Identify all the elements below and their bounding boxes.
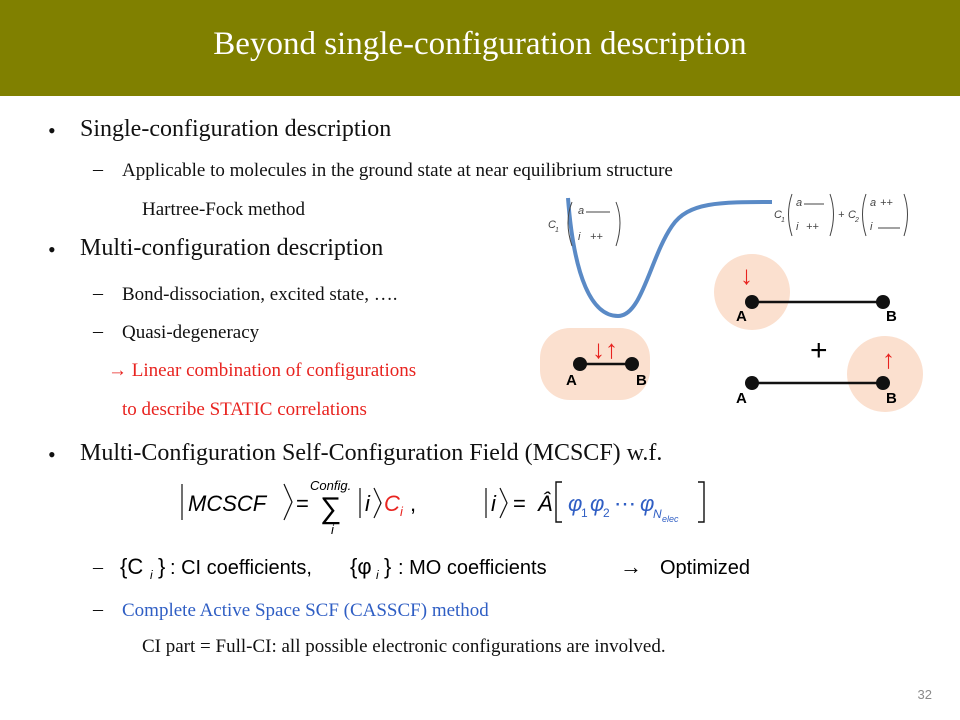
comma: ,: [410, 491, 416, 516]
bullet-single-config: Single-configuration description: [80, 116, 392, 142]
plus-small: +: [838, 209, 845, 221]
phi-n-sub: N: [653, 507, 662, 521]
atom-b-dot-upper: [876, 295, 890, 309]
antisymmetrizer: Â: [537, 491, 553, 516]
phi-2-sub: 2: [603, 506, 610, 520]
ci-set-sub: i: [150, 568, 153, 582]
atom-a-dot-lower: [745, 376, 759, 390]
equals-sign-2: =: [513, 491, 526, 516]
atom-a-label-lower: A: [736, 390, 747, 407]
bullet-marker: •: [48, 237, 56, 262]
coefficient-equation: {C i } : CI coefficients, {φ i } : MO co…: [120, 554, 750, 582]
atom-a-label-upper: A: [736, 308, 747, 325]
mcscf-equation: MCSCF = Config. ∑ i i C i , i = Â φ 1 φ …: [181, 478, 705, 537]
mo-set-close: }: [384, 554, 391, 579]
ci-subscript: i: [400, 504, 404, 519]
ket-i: i: [365, 491, 371, 516]
config-c1-c2-sketch: C 1 a i ++ + C 2 a ++ i: [774, 193, 908, 237]
c2-sub: 2: [854, 217, 859, 224]
ci-set-open: {C: [120, 554, 143, 579]
c1-orb-a-2: a: [796, 197, 802, 209]
c1-orb-i: i: [578, 231, 581, 243]
atom-b-label-upper: B: [886, 308, 897, 325]
atom-b-dot-lower: [876, 376, 890, 390]
sum-upper-limit: Config.: [310, 478, 351, 493]
arrow-icon: →: [620, 554, 642, 579]
sub-bond-dissociation: Bond-dissociation, excited state, ….: [122, 284, 398, 305]
c1-occ: ++: [590, 231, 603, 243]
title-bar: [0, 0, 960, 96]
sub-hartree-fock: Hartree-Fock method: [142, 199, 306, 220]
config-c1-sketch: C 1 a i ++: [548, 201, 621, 247]
phi-n: φ: [640, 491, 654, 516]
c1-label: C: [548, 219, 556, 231]
ci-coefficient: C: [384, 491, 400, 516]
phi-1: φ: [568, 491, 582, 516]
equals-sign: =: [296, 491, 309, 516]
page-number: 32: [917, 687, 932, 702]
atom-a-label: A: [566, 372, 577, 389]
ci-label: : CI coefficients,: [170, 557, 312, 579]
dissociated-blob-a: [714, 254, 790, 330]
dissociation-diagram: C 1 a i ++ C 1 a i ++ + C 2 a ++ i ↓↑ A …: [540, 193, 923, 412]
c2-orb-i: i: [870, 221, 873, 233]
dash-marker: –: [93, 598, 103, 620]
ket-mcscf: MCSCF: [188, 491, 268, 516]
c2-orb-a: a: [870, 197, 876, 209]
potential-curve: [566, 197, 773, 319]
bullet-marker: •: [48, 118, 56, 143]
sub-casscf: Complete Active Space SCF (CASSCF) metho…: [122, 600, 489, 621]
mo-label: : MO coefficients: [398, 557, 547, 579]
dash-marker: –: [93, 282, 103, 304]
atom-b-label-lower: B: [886, 390, 897, 407]
c1-sub-2: 1: [781, 217, 785, 224]
spin-up-icon: ↑: [882, 344, 895, 374]
atom-a-dot: [573, 357, 587, 371]
atom-b-label: B: [636, 372, 647, 389]
dash-marker: –: [93, 556, 103, 578]
bullet-mcscf: Multi-Configuration Self-Configuration F…: [80, 440, 663, 466]
plus-sign: +: [810, 334, 828, 367]
sub-full-ci: CI part = Full-CI: all possible electron…: [142, 636, 666, 657]
sub-static-correlations: to describe STATIC correlations: [122, 399, 367, 420]
mo-set-sub: i: [376, 568, 379, 582]
c1-sub: 1: [555, 227, 559, 234]
c1-orb-i-2: i: [796, 221, 799, 233]
c1-label-2: C: [774, 209, 782, 221]
atom-a-dot-upper: [745, 295, 759, 309]
phi-1-sub: 1: [581, 506, 588, 520]
summation-icon: ∑: [320, 492, 341, 525]
mo-set-open: {φ: [350, 554, 372, 579]
slide-title: Beyond single-configuration description: [213, 26, 747, 62]
c1-occ-2: ++: [806, 221, 819, 233]
spin-pair-icon: ↓↑: [592, 334, 618, 364]
sub-applicable: Applicable to molecules in the ground st…: [122, 160, 673, 181]
c2-label: C: [848, 209, 856, 221]
optimized-label: Optimized: [660, 557, 750, 579]
sum-index: i: [331, 522, 335, 537]
sub-linear-combination: → Linear combination of configurations: [108, 360, 417, 381]
atom-b-dot: [625, 357, 639, 371]
ket-i-2: i: [491, 491, 497, 516]
ci-set-close: }: [158, 554, 165, 579]
sub-quasi-degeneracy: Quasi-degeneracy: [122, 322, 260, 343]
dash-marker: –: [93, 320, 103, 342]
phi-n-subsub: elec: [662, 514, 679, 524]
dash-marker: –: [93, 158, 103, 180]
dissociated-blob-b: [847, 336, 923, 412]
ellipsis: ⋯: [614, 491, 636, 516]
bullet-multi-config: Multi-configuration description: [80, 235, 384, 261]
spin-down-icon: ↓: [740, 260, 753, 290]
bullet-marker: •: [48, 442, 56, 467]
phi-2: φ: [590, 491, 604, 516]
c2-occ: ++: [880, 197, 893, 209]
c1-orb-a: a: [578, 205, 584, 217]
